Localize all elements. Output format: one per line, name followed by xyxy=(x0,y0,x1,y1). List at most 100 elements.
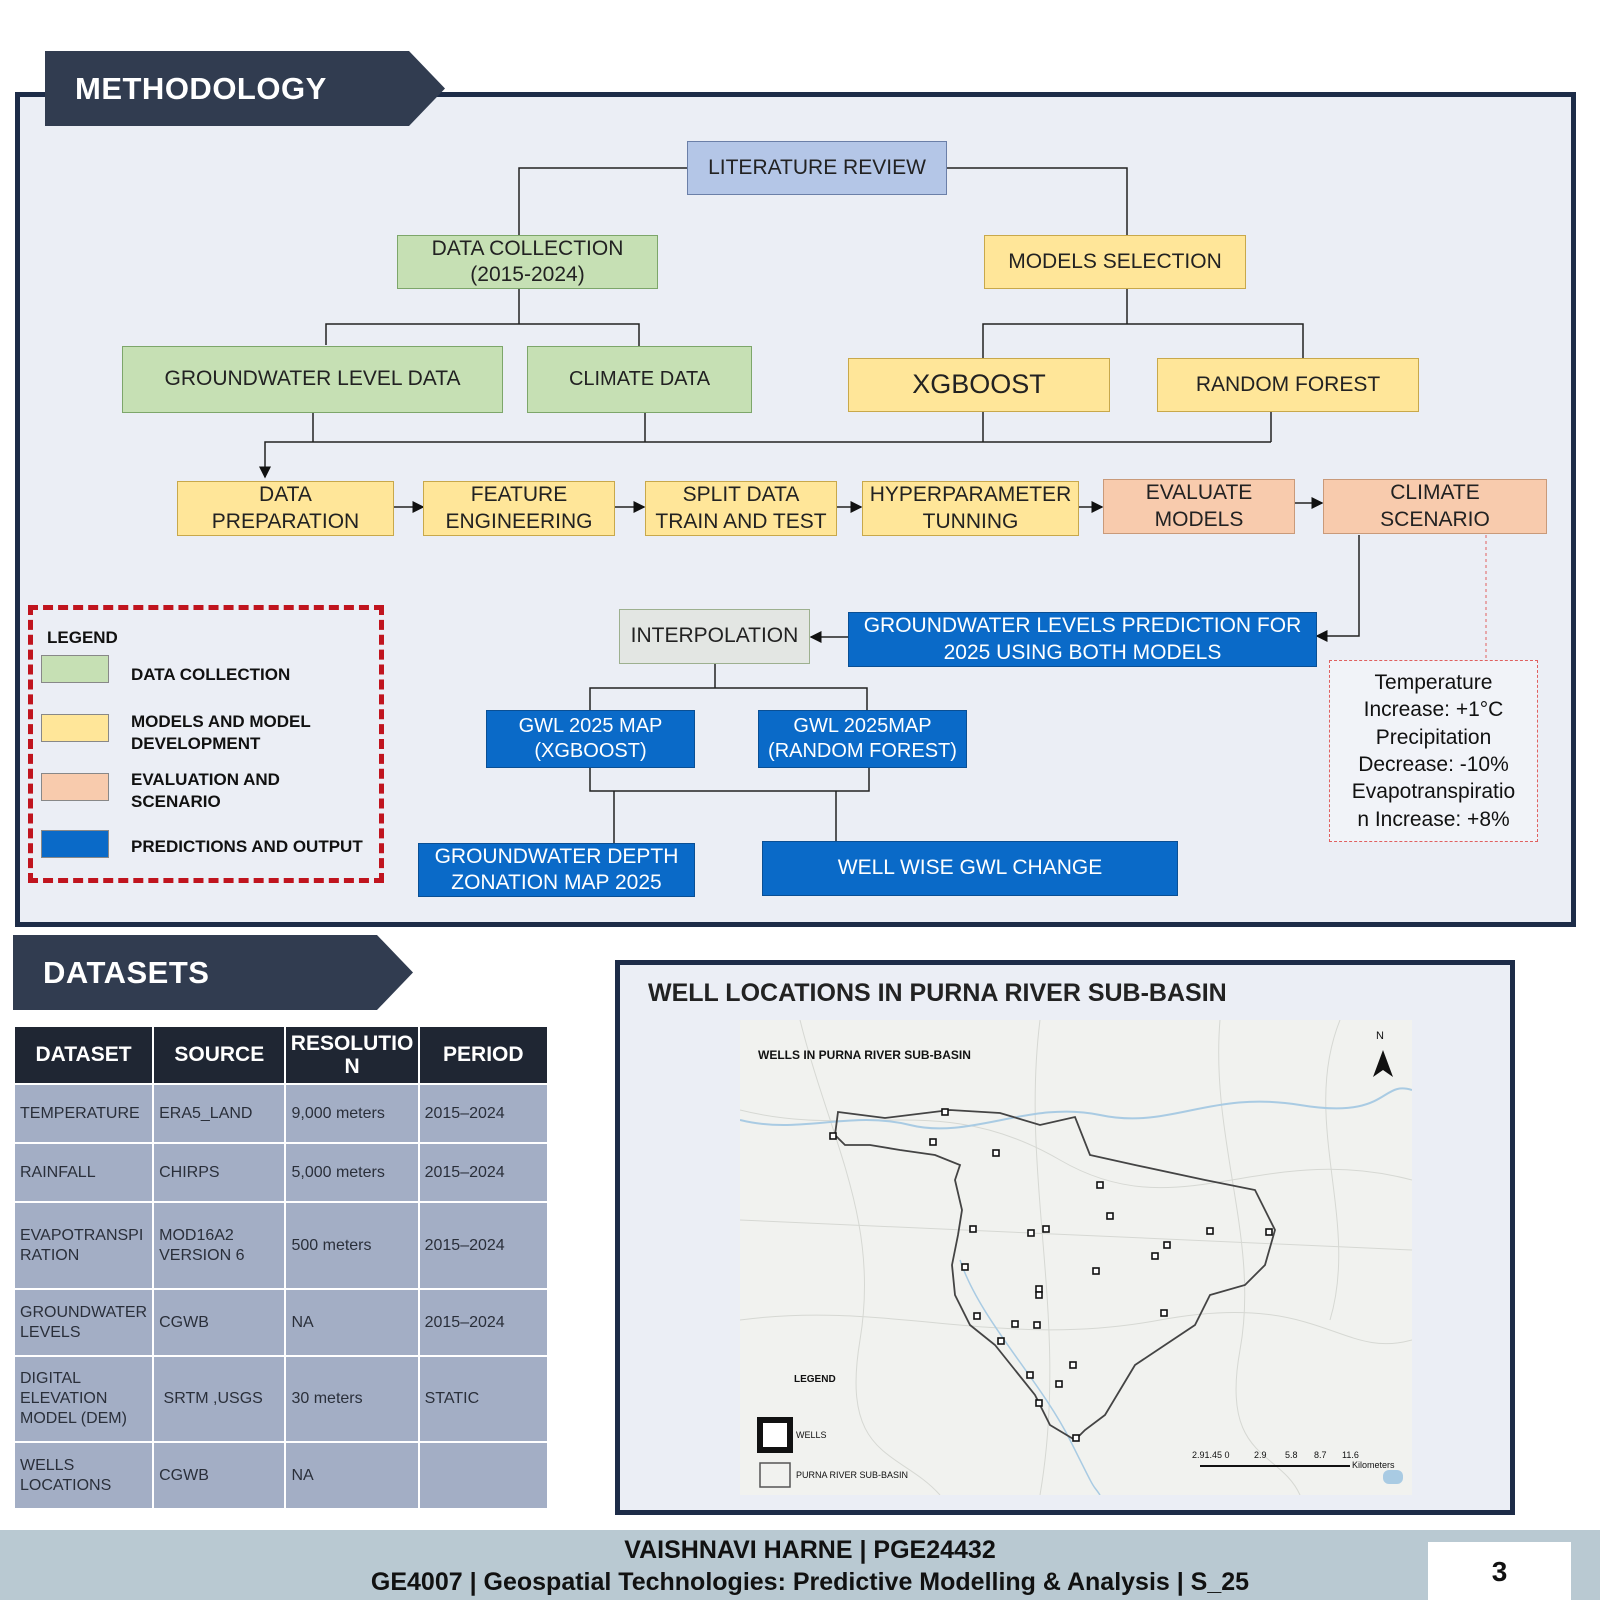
footer-course: GE4007 | Geospatial Technologies: Predic… xyxy=(370,1568,1250,1596)
xgboost-box: XGBOOST xyxy=(848,358,1110,412)
map-graphic xyxy=(740,1020,1412,1495)
table-cell: 2015–2024 xyxy=(417,1288,550,1357)
interpolation-box: INTERPOLATION xyxy=(619,609,810,664)
table-cell: STATIC xyxy=(417,1355,550,1443)
split-data-box: SPLIT DATA TRAIN AND TEST xyxy=(645,481,837,536)
table-cell: CGWB xyxy=(152,1288,287,1357)
well-marker xyxy=(969,1225,977,1233)
well-marker xyxy=(1096,1181,1104,1189)
map-panel-title: WELL LOCATIONS IN PURNA RIVER SUB-BASIN xyxy=(648,979,1227,1007)
legend-swatch-data-collection xyxy=(41,655,109,683)
well-marker xyxy=(973,1312,981,1320)
well-marker xyxy=(1072,1434,1080,1442)
table-cell: EVAPOTRANSPI RATION xyxy=(12,1201,155,1290)
well-marker xyxy=(1160,1309,1168,1317)
well-marker xyxy=(929,1138,937,1146)
column-header: DATASET xyxy=(12,1025,155,1085)
table-cell: 500 meters xyxy=(284,1201,420,1290)
flow-legend: LEGEND DATA COLLECTION MODELS AND MODEL … xyxy=(28,605,384,883)
well-marker xyxy=(1206,1227,1214,1235)
table-cell: TEMPERATURE xyxy=(12,1083,155,1144)
gwl-map-xgboost-box: GWL 2025 MAP (XGBOOST) xyxy=(486,710,695,768)
table-row: TEMPERATURE ERA5_LAND 9,000 meters 2015–… xyxy=(12,1083,550,1144)
north-arrow xyxy=(1373,1050,1393,1077)
well-marker xyxy=(1035,1399,1043,1407)
models-selection-box: MODELS SELECTION xyxy=(984,235,1246,289)
well-marker xyxy=(1265,1228,1273,1236)
random-forest-box: RANDOM FOREST xyxy=(1157,358,1419,412)
methodology-title: METHODOLOGY xyxy=(75,70,327,106)
table-cell: RAINFALL xyxy=(12,1142,155,1203)
table-cell: SRTM ,USGS xyxy=(152,1355,287,1443)
well-marker xyxy=(1151,1252,1159,1260)
table-cell: 9,000 meters xyxy=(284,1083,420,1144)
legend-swatch-predictions xyxy=(41,830,109,858)
well-marker xyxy=(1069,1361,1077,1369)
table-cell: CGWB xyxy=(152,1441,287,1510)
north-label: N xyxy=(1376,1030,1384,1042)
well-marker xyxy=(961,1263,969,1271)
well-marker xyxy=(941,1108,949,1116)
table-row: GROUNDWATER LEVELS CGWB NA 2015–2024 xyxy=(12,1288,550,1357)
well-wise-gwl-change-box: WELL WISE GWL CHANGE xyxy=(762,841,1178,896)
table-cell: 2015–2024 xyxy=(417,1201,550,1290)
well-marker xyxy=(1055,1380,1063,1388)
scale-tick: 8.7 xyxy=(1314,1450,1327,1460)
north-arrow-icon xyxy=(1373,1050,1393,1077)
scale-tick: 2.91.45 0 xyxy=(1192,1450,1230,1460)
table-cell: 2015–2024 xyxy=(417,1083,550,1144)
datasets-banner: DATASETS xyxy=(13,935,413,1010)
column-header: RESOLUTIO N xyxy=(284,1025,420,1085)
well-markers xyxy=(829,1108,1273,1442)
evaluate-models-box: EVALUATE MODELS xyxy=(1103,479,1295,534)
scale-unit: Kilometers xyxy=(1352,1460,1395,1470)
legend-label-predictions: PREDICTIONS AND OUTPUT xyxy=(131,837,363,856)
climate-data-box: CLIMATE DATA xyxy=(527,346,752,413)
scale-tick: 11.6 xyxy=(1342,1450,1359,1460)
data-collection-box: DATA COLLECTION (2015-2024) xyxy=(397,235,658,289)
well-marker xyxy=(1163,1241,1171,1249)
legend-well-symbol xyxy=(757,1417,793,1453)
scenario-text: Temperature Increase: +1°C Precipitation… xyxy=(1351,671,1516,831)
well-marker xyxy=(829,1132,837,1140)
map-legend-wells: WELLS xyxy=(796,1430,827,1440)
table-cell xyxy=(417,1441,550,1510)
feature-engineering-box: FEATURE ENGINEERING xyxy=(423,481,615,536)
well-marker xyxy=(1106,1212,1114,1220)
well-marker xyxy=(1092,1267,1100,1275)
data-preparation-box: DATA PREPARATION xyxy=(177,481,394,536)
table-cell: NA xyxy=(284,1441,420,1510)
table-cell: ERA5_LAND xyxy=(152,1083,287,1144)
gwl-map-random-forest-box: GWL 2025MAP (RANDOM FOREST) xyxy=(758,710,967,768)
methodology-banner: METHODOLOGY xyxy=(45,51,445,126)
literature-review-box: LITERATURE REVIEW xyxy=(687,141,947,195)
scenario-assumptions-box: Temperature Increase: +1°C Precipitation… xyxy=(1329,660,1538,842)
table-header-row: DATASET SOURCE RESOLUTIO N PERIOD xyxy=(12,1025,550,1085)
well-marker xyxy=(997,1337,1005,1345)
legend-swatch-evaluation xyxy=(41,773,109,801)
well-marker xyxy=(1027,1229,1035,1237)
well-marker xyxy=(1035,1291,1043,1299)
table-cell: CHIRPS xyxy=(152,1142,287,1203)
legend-title: LEGEND xyxy=(47,628,118,647)
legend-label-data-collection: DATA COLLECTION xyxy=(131,665,291,684)
depth-zonation-map-box: GROUNDWATER DEPTH ZONATION MAP 2025 xyxy=(418,843,695,897)
scale-tick: 2.9 xyxy=(1254,1450,1267,1460)
hyperparameter-tuning-box: HYPERPARAMETER TUNNING xyxy=(862,481,1079,536)
table-cell: MOD16A2 VERSION 6 xyxy=(152,1201,287,1290)
table-cell: 30 meters xyxy=(284,1355,420,1443)
column-header: SOURCE xyxy=(152,1025,287,1085)
datasets-table: DATASET SOURCE RESOLUTIO N PERIOD TEMPER… xyxy=(12,1025,550,1510)
well-marker xyxy=(992,1149,1000,1157)
legend-label-evaluation: EVALUATION AND SCENARIO xyxy=(131,770,280,812)
table-cell: GROUNDWATER LEVELS xyxy=(12,1288,155,1357)
climate-scenario-box: CLIMATE SCENARIO xyxy=(1323,479,1547,534)
well-marker xyxy=(1042,1225,1050,1233)
table-row: RAINFALL CHIRPS 5,000 meters 2015–2024 xyxy=(12,1142,550,1203)
page-number: 3 xyxy=(1428,1542,1571,1602)
groundwater-level-data-box: GROUNDWATER LEVEL DATA xyxy=(122,346,503,413)
water-body xyxy=(1383,1470,1403,1484)
table-cell: NA xyxy=(284,1288,420,1357)
footer: VAISHNAVI HARNE | PGE24432 GE4007 | Geos… xyxy=(0,1530,1600,1602)
